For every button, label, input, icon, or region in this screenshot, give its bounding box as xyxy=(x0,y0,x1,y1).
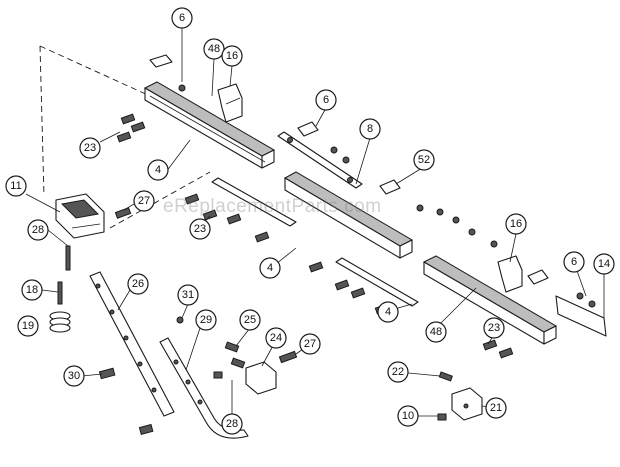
bracket-16-upper xyxy=(217,83,243,123)
callout-label: 19 xyxy=(22,320,34,332)
callout-24: 24 xyxy=(265,327,287,349)
callout-4-left: 4 xyxy=(147,159,169,181)
callout-48-lower: 48 xyxy=(425,321,447,343)
callout-23-left: 23 xyxy=(79,137,101,159)
callout-label: 48 xyxy=(430,326,442,338)
callout-4-mid: 4 xyxy=(259,257,281,279)
callout-18: 18 xyxy=(21,279,43,301)
plate-lower-mid xyxy=(308,257,419,315)
callout-label: 24 xyxy=(270,332,282,344)
callout-21: 21 xyxy=(485,397,507,419)
bolt-set-2 xyxy=(184,193,498,248)
bolt-set-3 xyxy=(482,339,514,359)
callout-label: 18 xyxy=(26,284,38,296)
callout-27-top: 27 xyxy=(133,190,155,212)
callout-label: 23 xyxy=(488,322,500,334)
callout-label: 23 xyxy=(194,223,206,235)
callout-10: 10 xyxy=(397,405,419,427)
callout-label: 22 xyxy=(392,366,404,378)
arm-29 xyxy=(159,337,249,439)
callout-label: 8 xyxy=(367,123,373,135)
callout-22: 22 xyxy=(387,361,409,383)
callout-16-top: 16 xyxy=(221,45,243,67)
bracket-21 xyxy=(437,371,483,421)
callout-29: 29 xyxy=(195,309,217,331)
callout-label: 16 xyxy=(226,50,238,62)
rail-section-1 xyxy=(143,54,276,169)
rail-section-2 xyxy=(211,171,414,259)
bolt-set-1 xyxy=(116,84,186,143)
bolt-set-4 xyxy=(98,316,223,436)
callout-label: 4 xyxy=(267,262,273,274)
callout-label: 26 xyxy=(132,278,144,290)
callout-label: 6 xyxy=(571,256,577,268)
assembly-dashed-line xyxy=(39,45,211,229)
callout-52: 52 xyxy=(413,149,435,171)
callout-6-right: 6 xyxy=(563,251,585,273)
callout-23-mid: 23 xyxy=(189,218,211,240)
callout-label: 16 xyxy=(510,218,522,230)
callout-label: 31 xyxy=(182,289,194,301)
callout-28-lower: 28 xyxy=(221,413,243,435)
callout-31: 31 xyxy=(177,284,199,306)
plate-8 xyxy=(277,121,363,189)
callout-6-top: 6 xyxy=(171,7,193,29)
callout-label: 11 xyxy=(10,180,21,192)
callout-6-mid: 6 xyxy=(315,89,337,111)
callout-label: 30 xyxy=(68,370,80,382)
callout-label: 52 xyxy=(418,154,430,166)
callout-label: 48 xyxy=(208,43,220,55)
callout-label: 6 xyxy=(323,94,329,106)
callout-28-left: 28 xyxy=(27,219,49,241)
callout-8: 8 xyxy=(359,118,381,140)
leader-lines xyxy=(25,28,605,417)
callout-label: 23 xyxy=(84,142,96,154)
callout-label: 21 xyxy=(490,402,502,414)
callout-14: 14 xyxy=(593,253,615,275)
callout-30: 30 xyxy=(63,365,85,387)
callout-label: 14 xyxy=(598,258,610,270)
callout-label: 4 xyxy=(385,306,391,318)
carriage-11 xyxy=(55,193,132,239)
callout-19: 19 xyxy=(17,315,39,337)
callout-label: 29 xyxy=(200,314,212,326)
callout-label: 10 xyxy=(402,410,414,422)
callout-label: 6 xyxy=(179,12,185,24)
callout-25: 25 xyxy=(239,309,261,331)
callout-23-right: 23 xyxy=(483,317,505,339)
callout-26: 26 xyxy=(127,273,149,295)
watermark-text: eReplacementParts.com xyxy=(163,196,382,217)
callout-label: 27 xyxy=(304,338,316,350)
rail-section-3 xyxy=(422,255,558,345)
callout-label: 27 xyxy=(138,195,150,207)
callout-label: 28 xyxy=(32,224,44,236)
callout-27-lower: 27 xyxy=(299,333,321,355)
end-plate-14 xyxy=(555,292,607,337)
callout-label: 28 xyxy=(226,418,238,430)
callout-label: 4 xyxy=(155,164,161,176)
spring-assembly xyxy=(49,245,71,333)
arm-26 xyxy=(89,271,175,417)
callout-label: 25 xyxy=(244,314,256,326)
bracket-24 xyxy=(224,341,298,395)
callout-48-top: 48 xyxy=(203,38,225,60)
callout-4-lower: 4 xyxy=(377,301,399,323)
callout-16-right: 16 xyxy=(505,213,527,235)
callout-11: 11 xyxy=(5,175,27,197)
